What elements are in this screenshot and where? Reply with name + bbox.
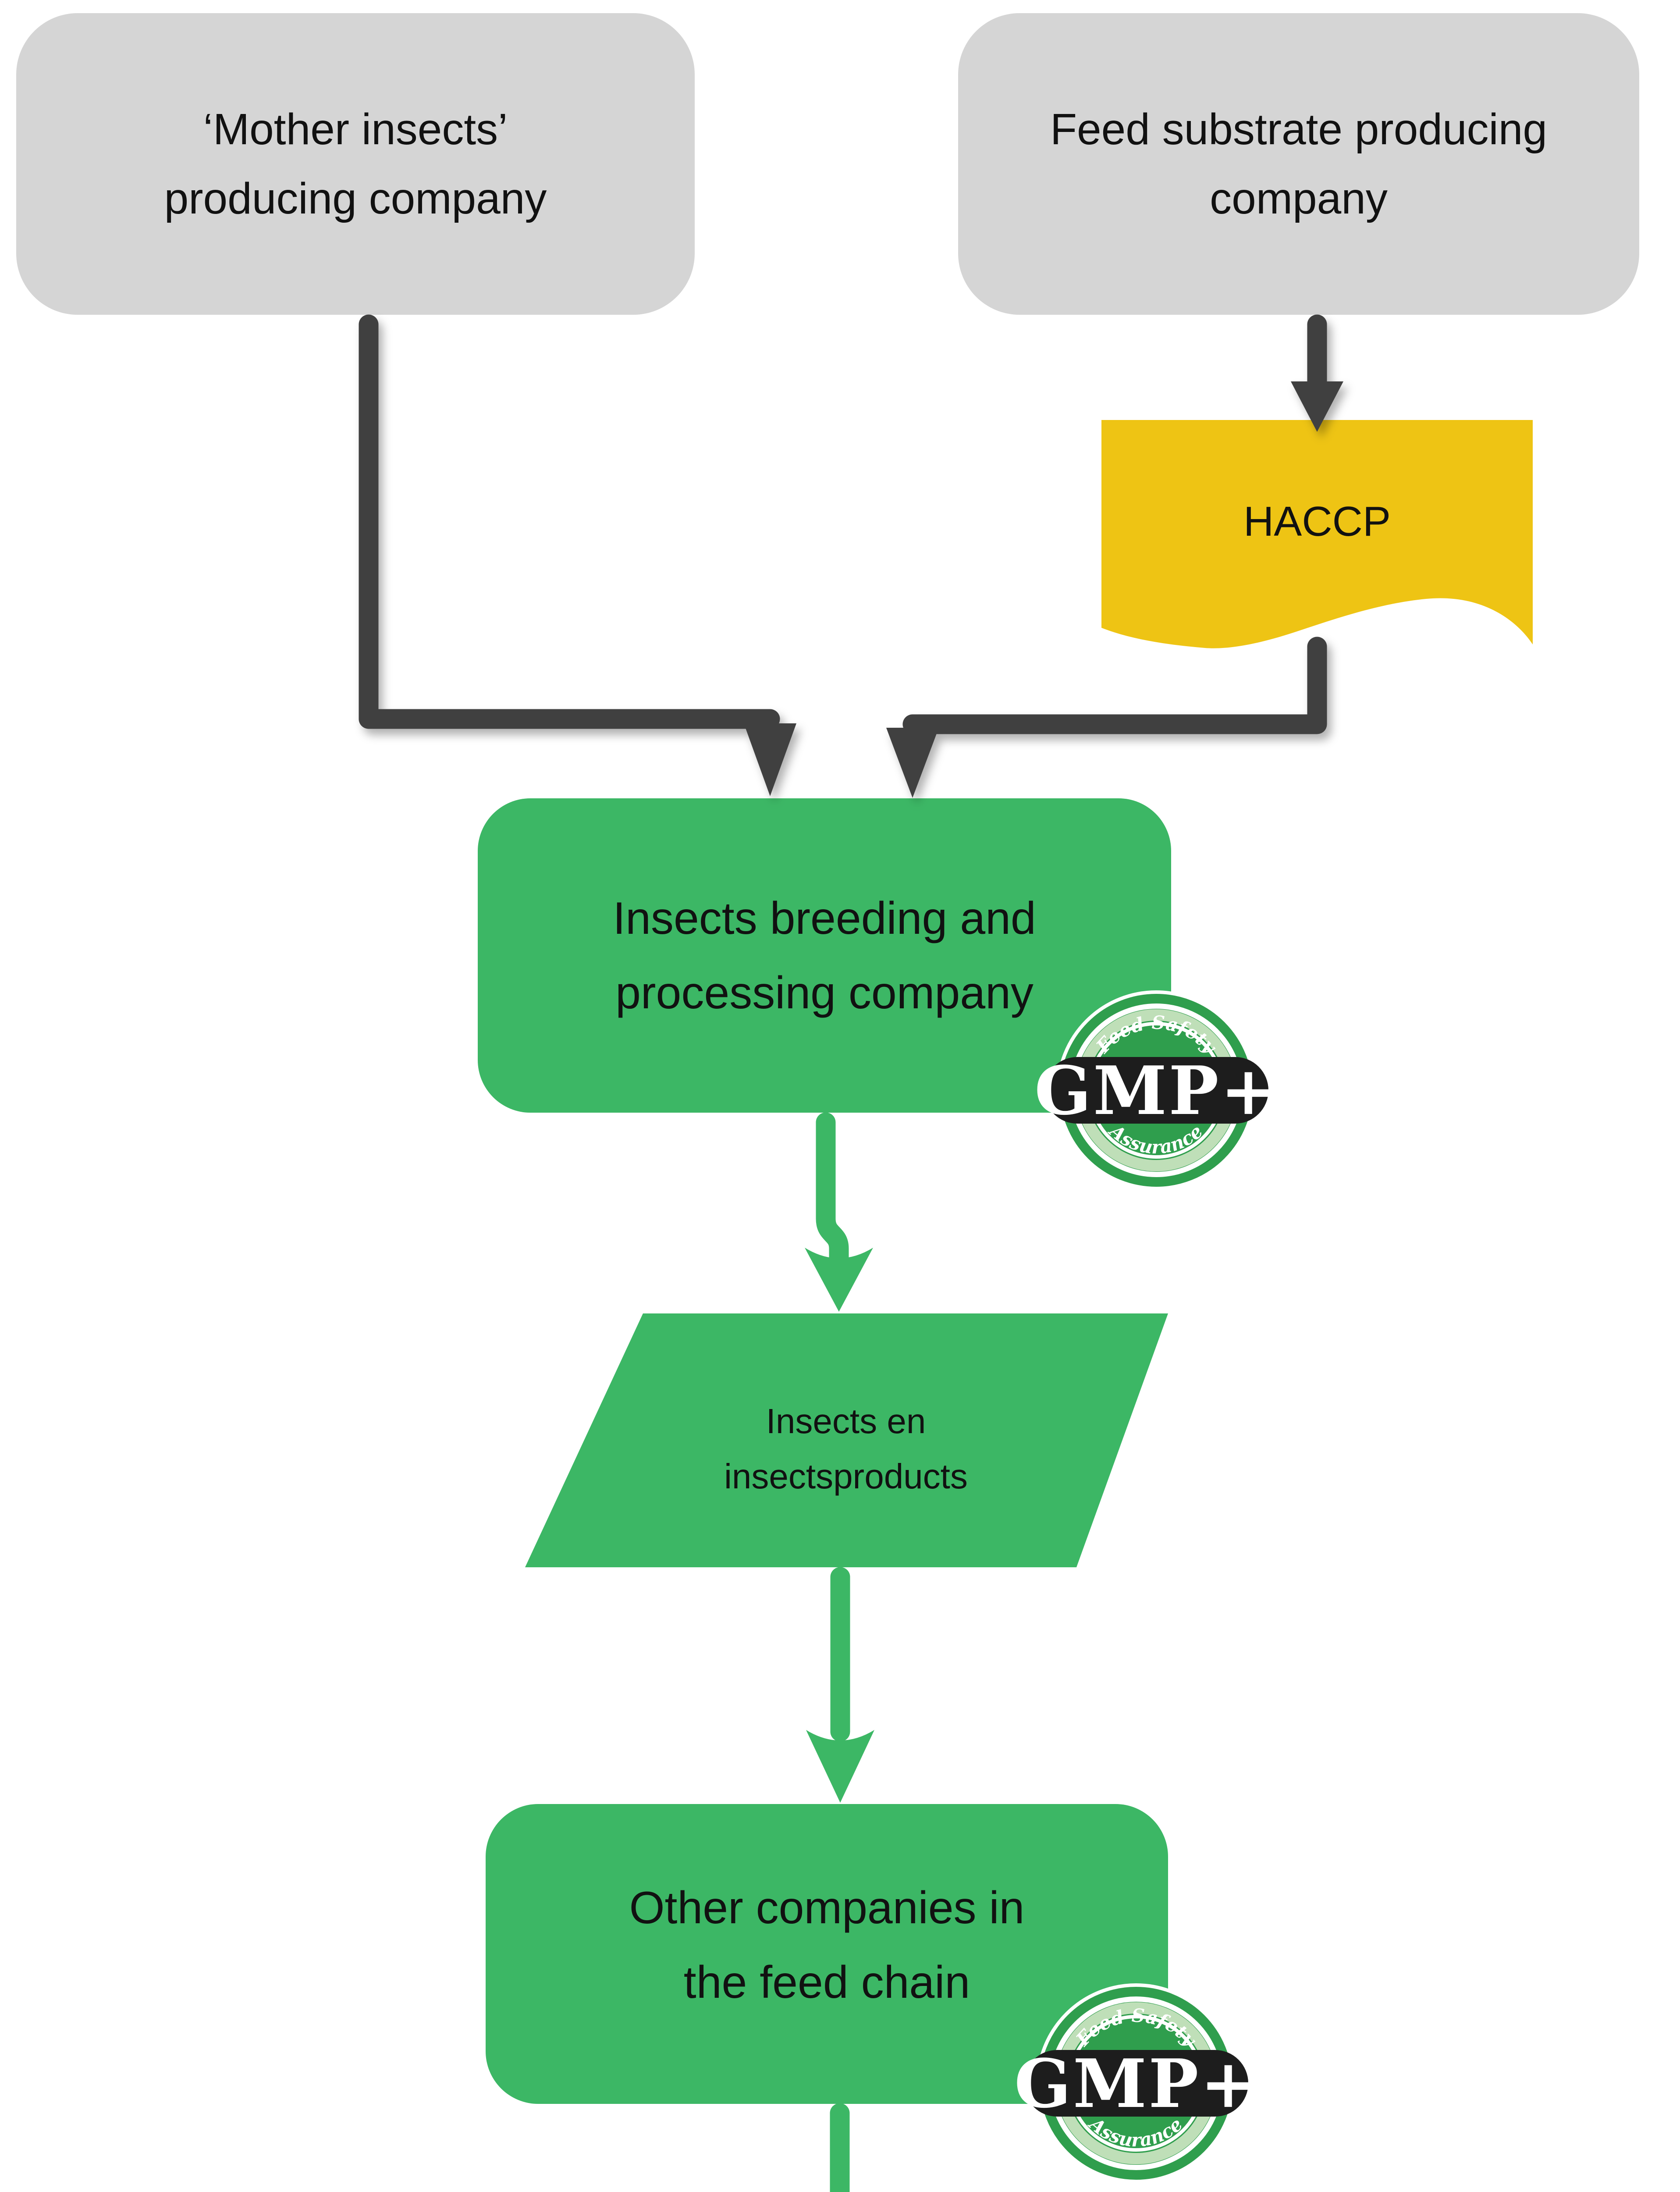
insect-products-line1: Insects en <box>766 1402 926 1441</box>
node-insects-breeding: Insects breeding and processing company <box>478 798 1171 1113</box>
node-feed-substrate-line2: company <box>1210 174 1388 223</box>
node-haccp: HACCP <box>1101 460 1533 583</box>
node-other-companies-line1: Other companies in <box>629 1882 1025 1933</box>
node-insects-breeding-line1: Insects breeding and <box>613 893 1036 944</box>
insect-products-parallelogram <box>525 1313 1168 1567</box>
connector-mother-to-breeding <box>359 314 780 729</box>
node-other-companies-line2: the feed chain <box>683 1957 970 2008</box>
connector-haccp-arrowhead-icon <box>886 728 939 798</box>
haccp-document-shape <box>1101 420 1533 648</box>
node-mother-insects-line1: ‘Mother insects’ <box>203 105 508 154</box>
node-mother-insects: ‘Mother insects’ producing company <box>16 13 695 315</box>
node-other-companies: Other companies in the feed chain <box>486 1804 1168 2104</box>
node-insects-breeding-line2: processing company <box>615 967 1034 1018</box>
connector-substrate-arrowhead-icon <box>1291 381 1343 432</box>
node-insect-products: Insects en insectsproducts <box>616 1372 1076 1526</box>
arrow-products-arrowhead-icon <box>806 1730 874 1803</box>
badge-bottom-arc-text: Assurance <box>1104 1119 1207 1158</box>
arrow-breeding-arrowhead-icon <box>805 1248 873 1312</box>
connector-mother-arrowhead-icon <box>744 723 796 796</box>
insect-products-line2: insectsproducts <box>724 1457 968 1496</box>
haccp-label: HACCP <box>1243 498 1391 545</box>
arrow-breeding-to-products <box>816 1112 849 1269</box>
node-mother-insects-line2: producing company <box>164 174 547 223</box>
connector-haccp-to-breeding <box>902 637 1327 734</box>
node-feed-substrate-line1: Feed substrate producing <box>1050 105 1548 154</box>
node-feed-substrate: Feed substrate producing company <box>958 13 1639 315</box>
badge-bottom-arc-text: Assurance <box>1084 2112 1186 2151</box>
dark-connectors <box>359 314 1343 798</box>
